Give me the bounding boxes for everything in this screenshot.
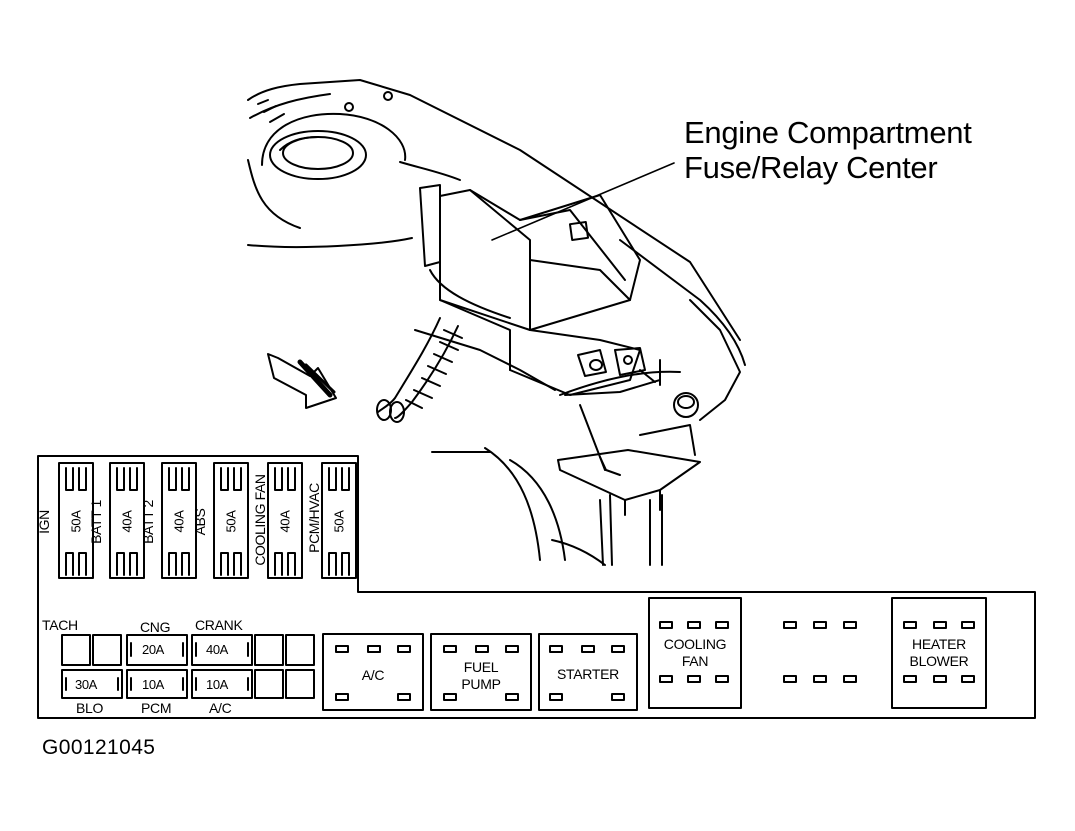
callout-title-line-2: Fuse/Relay Center (684, 150, 938, 185)
fuse-label-blo: BLO (76, 700, 104, 716)
relay-label-fuel-pump-line-2: PUMP (461, 676, 501, 692)
fuse-rating-crank: 40A (206, 642, 228, 657)
maxi-fuse-rating-abs: 50A (223, 510, 239, 533)
maxi-fuse-label-batt2: BATT 2 (140, 500, 156, 544)
location-arrow-icon (267, 353, 337, 409)
fuse-label-cng: CNG (140, 619, 171, 635)
relay-shapes (322, 597, 987, 711)
relay-label-heater-blower-line-2: BLOWER (909, 653, 969, 669)
maxi-fuse-label-abs: ABS (192, 508, 208, 536)
maxi-fuse-label-cooling-fan: COOLING FAN (252, 474, 268, 566)
fuse-rating-blo: 30A (75, 677, 97, 692)
relay-label-starter: STARTER (557, 666, 619, 682)
maxi-fuse-rating-batt1: 40A (119, 510, 135, 533)
engine-bay-drawing (247, 79, 746, 566)
figure-id: G00121045 (42, 736, 156, 759)
fuse-label-ac: A/C (209, 700, 232, 716)
maxi-fuse-label-pcm-hvac: PCM/HVAC (306, 483, 322, 553)
callout-leader (491, 162, 675, 241)
fuse-relay-center-3d (419, 184, 661, 396)
relay-label-cooling-fan-line-2: FAN (681, 653, 709, 669)
callout-title-line-1: Engine Compartment (684, 115, 972, 150)
relay-label-cooling-fan-line-1: COOLING (663, 636, 727, 652)
fuse-label-tach: TACH (42, 617, 78, 633)
maxi-fuse-shapes (58, 462, 357, 579)
fuse-block-outline (37, 455, 1036, 719)
maxi-fuse-rating-ign: 50A (68, 510, 84, 533)
fuse-rating-pcm: 10A (142, 677, 164, 692)
fuse-rating-ac: 10A (206, 677, 228, 692)
relay-label-ac: A/C (361, 667, 385, 683)
fuse-label-crank: CRANK (195, 617, 243, 633)
maxi-fuse-label-batt1: BATT 1 (88, 500, 104, 544)
maxi-fuse-label-ign: IGN (36, 510, 52, 534)
fuse-label-pcm: PCM (141, 700, 172, 716)
wiring-harness-loom (376, 317, 463, 423)
maxi-fuse-rating-cooling-fan: 40A (277, 510, 293, 533)
relay-label-heater-blower-line-1: HEATER (912, 636, 966, 652)
relay-label-fuel-pump-line-1: FUEL (463, 659, 499, 675)
maxi-fuse-rating-pcm-hvac: 50A (331, 510, 347, 533)
fuse-rating-cng: 20A (142, 642, 164, 657)
mini-fuse-shapes (61, 634, 315, 699)
maxi-fuse-rating-batt2: 40A (171, 510, 187, 533)
